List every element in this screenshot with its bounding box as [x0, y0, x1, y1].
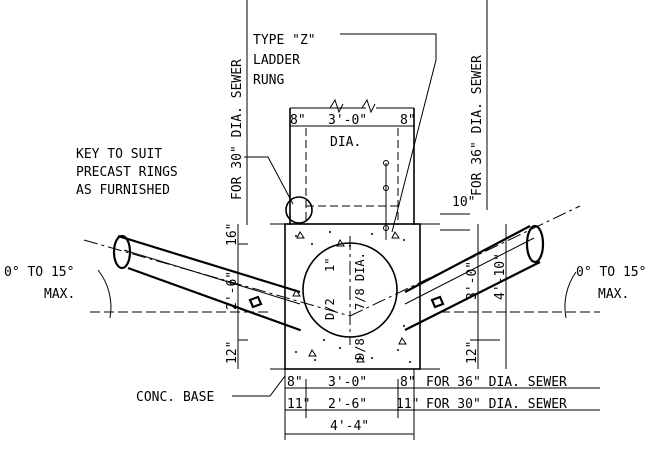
- key-detail-circle: [285, 196, 313, 224]
- dim-1-in: 1": [323, 258, 337, 272]
- dim-12-left: 12": [225, 341, 240, 364]
- key-label-1: KEY TO SUIT: [76, 147, 162, 162]
- key-label-3: AS FURNISHED: [76, 183, 170, 198]
- right-angle-arc: [564, 271, 577, 319]
- dim-d-half: D/2: [323, 298, 337, 320]
- dim-4-10: 4'-10": [493, 253, 508, 300]
- dim-bot-8-left: 8": [287, 375, 303, 390]
- ladder-label: LADDER: [253, 53, 300, 68]
- dim-top-8-right: 8": [400, 113, 416, 128]
- for-30-bottom-label: FOR 30" DIA. SEWER: [426, 397, 567, 412]
- dim-7-8-dia: 7/8 DIA.: [353, 252, 367, 310]
- for-30-vertical-label: FOR 30" DIA. SEWER: [230, 59, 245, 200]
- for-36-vertical-label: FOR 36" DIA. SEWER: [470, 55, 485, 196]
- key-label-2: PRECAST RINGS: [76, 165, 178, 180]
- dimension-lines: [237, 125, 600, 440]
- dim-bot-4-4: 4'-4": [330, 419, 369, 434]
- left-angle-arc: [97, 269, 112, 319]
- rung-label: RUNG: [253, 73, 284, 88]
- dim-d-eighth: D/8: [353, 338, 367, 360]
- left-pipe: [83, 234, 351, 332]
- type-z-label: TYPE "Z": [253, 33, 316, 48]
- dim-16-in: 16": [225, 223, 240, 246]
- dim-bot-11-left: 11": [287, 397, 310, 412]
- dim-top-8-left: 8": [290, 113, 306, 128]
- dim-top-dia: DIA.: [330, 135, 361, 150]
- dim-bot-3-0: 3'-0": [328, 375, 367, 390]
- dim-bot-8-right: 8": [400, 375, 416, 390]
- dim-2-6-left: 2'-6": [225, 271, 240, 310]
- dim-12-right: 12": [465, 341, 480, 364]
- dim-bot-11-right: 11": [396, 397, 419, 412]
- dim-3-0-right: 3'-0": [465, 261, 480, 300]
- angle-left-label-1: 0° TO 15°: [4, 265, 74, 280]
- angle-right-label-1: 0° TO 15°: [576, 265, 646, 280]
- for-36-bottom-label: FOR 36" DIA. SEWER: [426, 375, 567, 390]
- dim-top-3-0: 3'-0": [328, 113, 367, 128]
- angle-right-label-2: MAX.: [598, 287, 629, 302]
- dim-10-in: 10": [452, 195, 475, 210]
- dim-bot-2-6: 2'-6": [328, 397, 367, 412]
- leaders: [232, 33, 437, 397]
- angle-left-label-2: MAX.: [44, 287, 75, 302]
- right-pipe: [349, 205, 600, 331]
- conc-base-label: CONC. BASE: [136, 390, 214, 405]
